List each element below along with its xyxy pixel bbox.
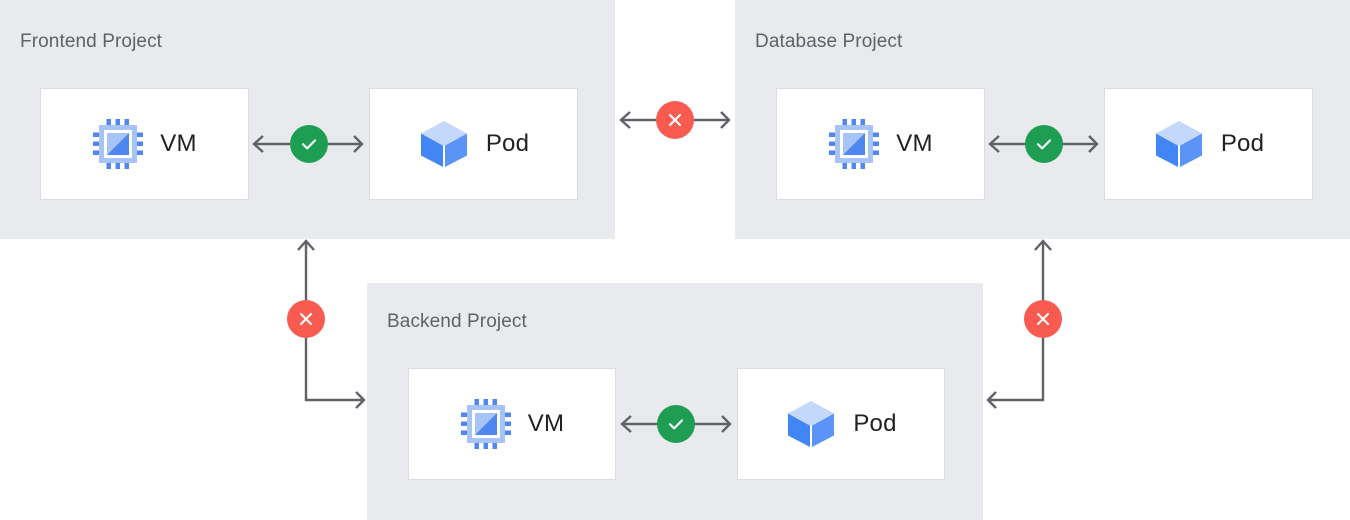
pod-cube-icon <box>1153 118 1205 170</box>
status-badge-backend-allowed[interactable] <box>657 405 695 443</box>
vm-chip-icon <box>460 398 512 450</box>
pod-cube-icon <box>785 398 837 450</box>
panel-database-title: Database Project <box>755 31 903 52</box>
card-frontend-vm-label: VM <box>160 130 197 157</box>
card-frontend-vm[interactable]: VM <box>40 88 249 200</box>
card-database-vm-label: VM <box>896 130 933 157</box>
vm-chip-icon <box>828 118 880 170</box>
card-backend-pod[interactable]: Pod <box>737 368 945 480</box>
check-circle-icon <box>1036 139 1052 150</box>
card-database-vm[interactable]: VM <box>776 88 985 200</box>
panel-backend-title: Backend Project <box>387 311 527 332</box>
card-database-pod[interactable]: Pod <box>1104 88 1313 200</box>
panel-frontend-title: Frontend Project <box>20 31 163 52</box>
card-database-pod-label: Pod <box>1220 130 1265 157</box>
status-badge-backend-frontend-blocked[interactable] <box>287 300 325 338</box>
x-circle-icon <box>299 312 313 326</box>
status-badge-frontend-allowed[interactable] <box>290 125 328 163</box>
card-frontend-pod-label: Pod <box>485 130 530 157</box>
pod-cube-icon <box>418 118 470 170</box>
status-badge-frontend-database-blocked[interactable] <box>656 101 694 139</box>
card-backend-pod-label: Pod <box>853 410 897 437</box>
x-circle-icon <box>1036 312 1050 326</box>
status-badge-backend-database-blocked[interactable] <box>1024 300 1062 338</box>
check-circle-icon <box>668 419 684 430</box>
check-circle-icon <box>301 139 317 150</box>
card-backend-vm[interactable]: VM <box>408 368 616 480</box>
status-badge-database-allowed[interactable] <box>1025 125 1063 163</box>
x-circle-icon <box>668 113 682 127</box>
card-backend-vm-label: VM <box>527 410 565 437</box>
vm-chip-icon <box>92 118 144 170</box>
card-frontend-pod[interactable]: Pod <box>369 88 578 200</box>
